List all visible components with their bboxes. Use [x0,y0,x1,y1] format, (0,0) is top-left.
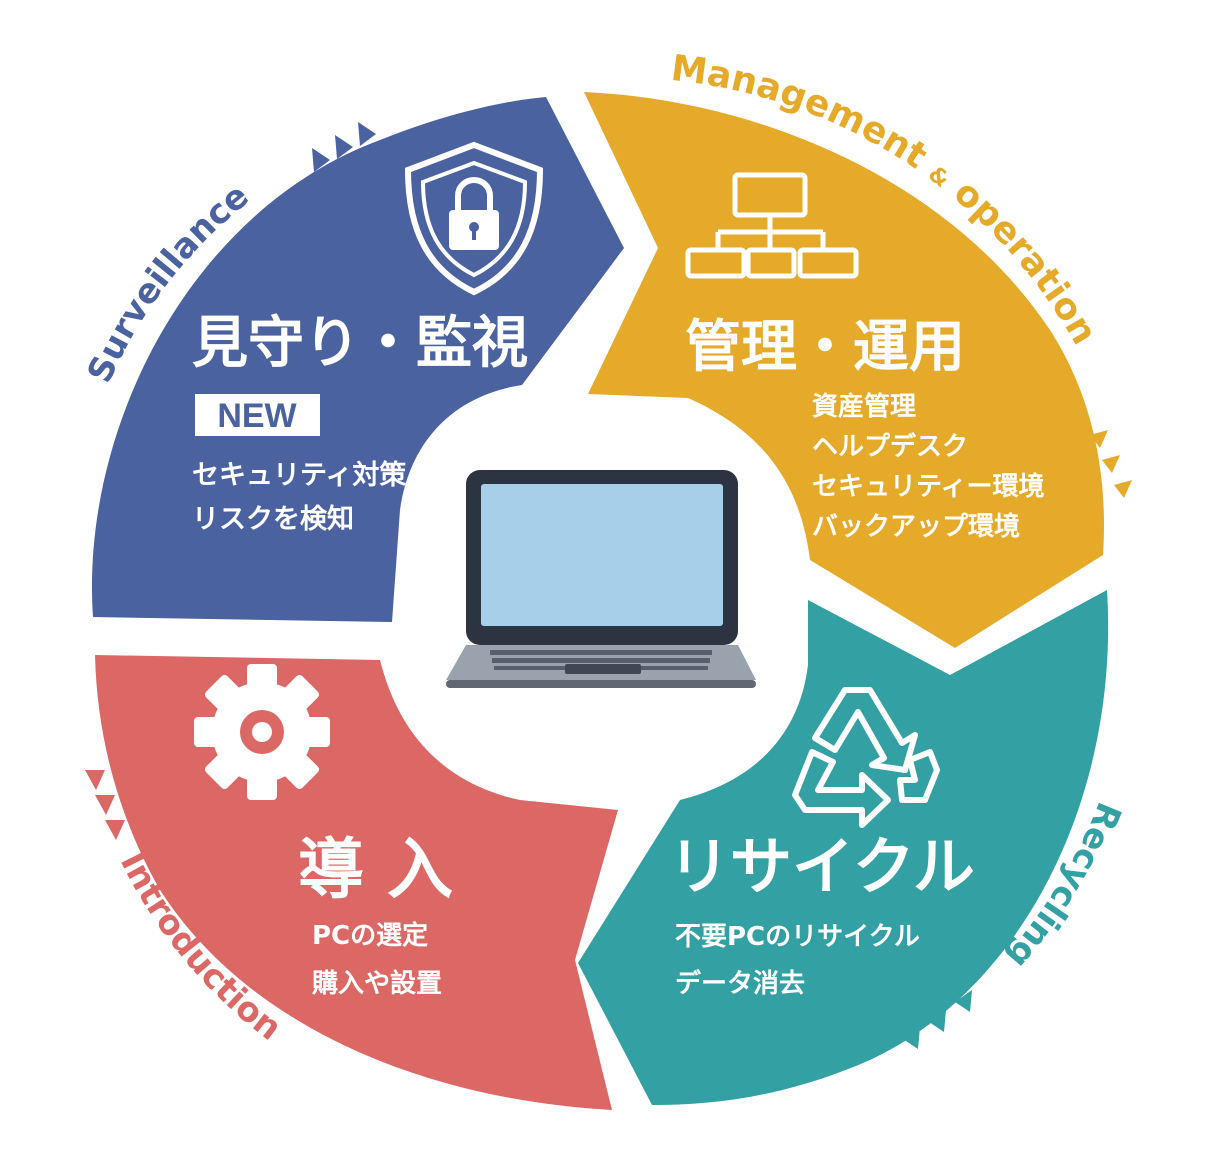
surveillance-arrows [312,122,376,172]
segment-management [584,92,1105,648]
management-line-2: ヘルプデスク [812,431,968,462]
management-arrows [1090,430,1132,498]
management-line-3: セキュリティー環境 [812,471,1044,502]
management-title: 管理・運用 [685,315,965,380]
recycling-line-1: 不要PCのリサイクル [675,922,920,952]
recycling-arrows [903,990,972,1049]
surveillance-line-1: セキュリティ対策 [192,459,407,491]
new-badge-label: NEW [217,397,297,435]
shield-lock-icon [404,141,544,296]
introduction-line-1: PCの選定 [312,920,428,951]
introduction-line-2: 購入や設置 [312,968,442,999]
segment-recycling [578,590,1109,1105]
gear-icon [194,664,330,800]
recycle-icon [792,687,940,828]
laptop-icon [446,470,756,688]
management-arc-amp: & [923,162,953,194]
recycling-line-2: データ消去 [675,968,805,999]
introduction-title: 導 入 [298,831,453,908]
recycling-title: リサイクル [668,830,975,903]
hierarchy-icon [685,172,859,279]
new-badge [195,394,320,436]
surveillance-title: 見守り・監視 [192,311,528,376]
surveillance-line-2: リスクを検知 [192,504,354,535]
introduction-arrows [85,770,125,840]
management-line-4: バックアップ環境 [812,511,1020,542]
management-line-1: 資産管理 [812,391,916,422]
